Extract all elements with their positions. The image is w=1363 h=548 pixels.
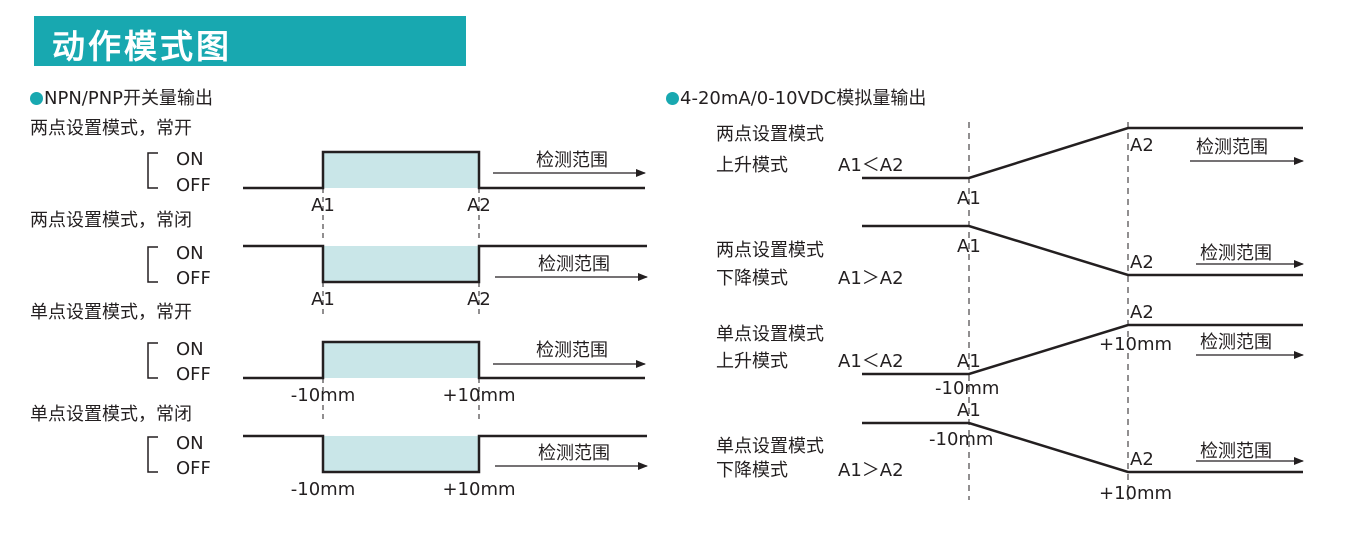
point-a2-label: A2 — [467, 195, 491, 216]
range-label: 检测范围 — [1200, 332, 1272, 353]
plus-10mm-label: +10mm — [1099, 334, 1172, 355]
analog-diagram-3: 单点设置模式 上升模式 A1＜A2 A1 A2 -10mm +10mm 检测范围 — [716, 302, 1304, 399]
analog-waveform — [862, 224, 1303, 277]
off-label: OFF — [176, 458, 211, 479]
range-label: 检测范围 — [1200, 441, 1272, 462]
on-off-bracket — [147, 152, 158, 189]
mode-condition: A1＞A2 — [838, 268, 904, 289]
minus-10mm-label: -10mm — [291, 385, 355, 406]
point-a2-label: A2 — [1130, 449, 1154, 470]
analog-diagram-2: 两点设置模式 下降模式 A1＞A2 A1 A2 检测范围 — [716, 224, 1304, 289]
switch-diagram-3: 单点设置模式，常开 ON OFF -10mm +10mm 检测范围 — [30, 302, 646, 420]
left-section-title: NPN/PNP开关量输出 — [44, 88, 214, 109]
switch-diagram-1: 两点设置模式，常开 ON OFF A1 A2 检测范围 — [30, 118, 646, 238]
switch-diagram-title: 两点设置模式，常开 — [30, 118, 192, 139]
off-label: OFF — [176, 175, 211, 196]
point-a2-label: A2 — [1130, 252, 1154, 273]
analog-waveform — [862, 421, 1303, 474]
detect-band — [323, 436, 479, 472]
mode-title: 单点设置模式 — [716, 436, 824, 457]
switch-waveform — [243, 150, 645, 190]
minus-10mm-label: -10mm — [935, 378, 999, 399]
mode-title: 两点设置模式 — [716, 240, 824, 261]
mode-subtitle: 上升模式 — [716, 155, 788, 176]
analog-diagram-1: 两点设置模式 上升模式 A1＜A2 A1 A2 检测范围 — [716, 124, 1304, 209]
range-label: 检测范围 — [536, 340, 608, 361]
range-label: 检测范围 — [1196, 137, 1268, 158]
detect-band — [323, 152, 479, 188]
off-label: OFF — [176, 364, 211, 385]
mode-condition: A1＜A2 — [838, 155, 904, 176]
point-a1-label: A1 — [311, 195, 335, 216]
plus-10mm-label: +10mm — [442, 479, 515, 500]
plus-10mm-label: +10mm — [1099, 483, 1172, 504]
point-a2-label: A2 — [1130, 302, 1154, 323]
bullet-dot-icon — [30, 92, 43, 105]
range-label: 检测范围 — [538, 254, 610, 275]
plus-10mm-label: +10mm — [442, 385, 515, 406]
header-banner: 动作模式图 — [34, 16, 466, 66]
off-label: OFF — [176, 268, 211, 289]
on-label: ON — [176, 339, 204, 360]
analog-waveform — [862, 323, 1303, 376]
point-a2-label: A2 — [467, 289, 491, 310]
mode-title: 两点设置模式 — [716, 124, 824, 145]
on-label: ON — [176, 433, 204, 454]
point-a1-label: A1 — [311, 289, 335, 310]
switch-diagram-title: 单点设置模式，常开 — [30, 302, 192, 323]
switch-waveform — [243, 244, 647, 284]
on-label: ON — [176, 243, 204, 264]
detect-band — [323, 246, 479, 282]
right-section-title: 4-20mA/0-10VDC模拟量输出 — [680, 88, 927, 109]
left-section-heading: NPN/PNP开关量输出 — [30, 84, 213, 110]
point-a1-label: A1 — [957, 351, 981, 372]
analog-diagram-4: 单点设置模式 下降模式 A1＞A2 A1 A2 -10mm +10mm 检测范围 — [716, 400, 1304, 504]
header-title: 动作模式图 — [52, 27, 232, 66]
point-a1-label: A1 — [957, 400, 981, 421]
on-off-bracket — [147, 436, 158, 473]
switch-waveform — [243, 340, 645, 380]
mode-subtitle: 下降模式 — [716, 268, 788, 289]
range-label: 检测范围 — [1200, 243, 1272, 264]
detect-band — [323, 342, 479, 378]
right-section-heading: 4-20mA/0-10VDC模拟量输出 — [666, 84, 926, 110]
switch-diagram-2: 两点设置模式，常闭 ON OFF A1 A2 检测范围 — [30, 210, 648, 318]
mode-subtitle: 下降模式 — [716, 460, 788, 481]
point-a1-label: A1 — [957, 188, 981, 209]
range-label: 检测范围 — [538, 443, 610, 464]
mode-subtitle: 上升模式 — [716, 351, 788, 372]
on-label: ON — [176, 149, 204, 170]
range-label: 检测范围 — [536, 150, 608, 171]
bullet-dot-icon — [666, 92, 679, 105]
on-off-bracket — [147, 246, 158, 283]
switch-waveform — [243, 434, 647, 474]
switch-diagram-title: 单点设置模式，常闭 — [30, 404, 192, 425]
on-off-bracket — [147, 342, 158, 379]
mode-condition: A1＜A2 — [838, 351, 904, 372]
minus-10mm-label: -10mm — [291, 479, 355, 500]
switch-diagram-title: 两点设置模式，常闭 — [30, 210, 192, 231]
minus-10mm-label: -10mm — [929, 429, 993, 450]
mode-title: 单点设置模式 — [716, 324, 824, 345]
point-a1-label: A1 — [957, 236, 981, 257]
mode-condition: A1＞A2 — [838, 460, 904, 481]
switch-diagram-4: 单点设置模式，常闭 ON OFF -10mm +10mm 检测范围 — [30, 404, 648, 500]
point-a2-label: A2 — [1130, 135, 1154, 156]
analog-waveform — [862, 126, 1303, 180]
